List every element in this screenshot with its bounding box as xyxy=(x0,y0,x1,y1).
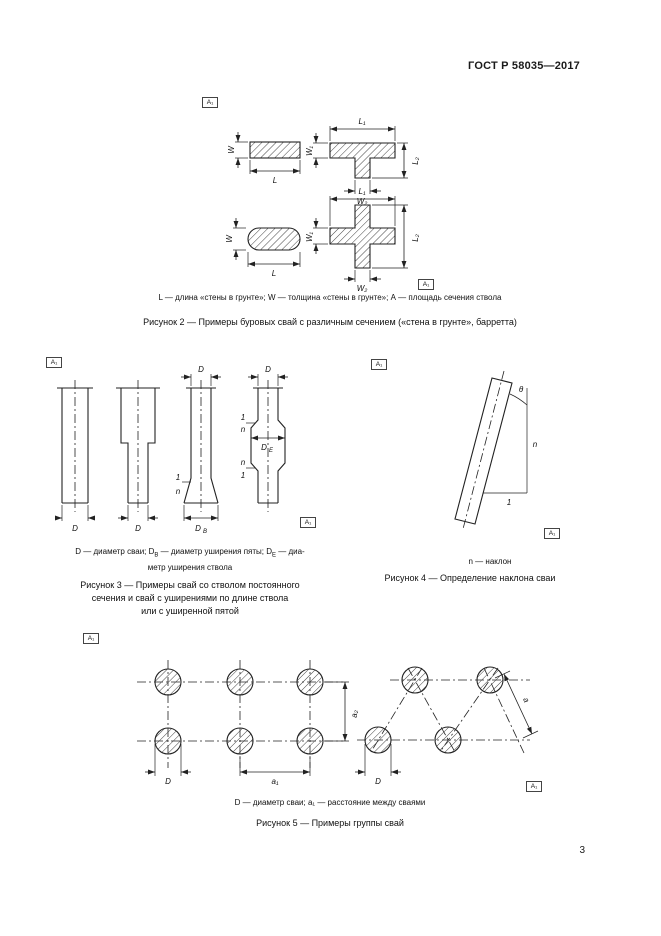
figure3-legend-line2: метр уширения ствола xyxy=(147,562,233,572)
figure5-legend: D — диаметр сваи; a₁ — расстояние между … xyxy=(234,798,426,807)
slope-label-n: n xyxy=(241,458,246,467)
figure4-legend: n — наклон xyxy=(468,557,512,566)
figure5-caption: Рисунок 5 — Примеры группы свай xyxy=(256,818,404,828)
dim-label-a2: a₂ xyxy=(350,710,359,718)
dim-label-L1: L₁ xyxy=(359,187,366,196)
dim-label-L2: L₂ xyxy=(411,157,420,165)
dim-label-W1: W₁ xyxy=(305,231,314,242)
amendment-marker-open-fig5: А₁ xyxy=(83,633,99,644)
dim-label-D: D xyxy=(375,777,381,786)
dim-label-D: D xyxy=(165,777,171,786)
amendment-marker-close-fig3: А₁ xyxy=(300,517,316,528)
dim-label-D: D xyxy=(198,365,204,374)
figure4-caption: Рисунок 4 — Определение наклона сваи xyxy=(384,573,556,583)
fig5-staggered-group: a D xyxy=(355,666,539,786)
dim-label-DE: D xyxy=(261,443,267,452)
amendment-marker-close-fig2: А₁ xyxy=(418,279,434,290)
figure3-legend: D — диаметр сваи; DB — диаметр уширения … xyxy=(40,546,340,573)
amendment-marker-close-fig4: А₁ xyxy=(544,528,560,539)
dim-label-L: L xyxy=(272,269,276,278)
figure4-drawing: θ n 1 xyxy=(454,370,538,530)
dim-label-DB: D xyxy=(195,524,201,533)
fig3-pile-enlarged-base: D 1 n D B xyxy=(176,365,221,535)
fig3-pile-stepped: D xyxy=(116,380,160,533)
slope-label-1: 1 xyxy=(241,413,245,422)
dim-label-L1: L₁ xyxy=(359,117,366,126)
dim-label-D: D xyxy=(72,524,78,533)
dim-label-W: W xyxy=(225,234,234,243)
fig2-stadium-section: W L xyxy=(225,218,301,278)
fig3-pile-shaft-enlargement: D 1 n n 1 D E xyxy=(241,365,288,512)
dim-label-D: D xyxy=(265,365,271,374)
fig4-inclined-pile: θ n 1 xyxy=(454,370,538,530)
dim-label-a: a xyxy=(521,696,531,704)
fig3-pile-constant: D xyxy=(55,380,95,533)
figure2-drawing: W L L₁ W₁ L₂ W₂ xyxy=(225,117,420,293)
amendment-marker-close-fig5: А₁ xyxy=(526,781,542,792)
amendment-marker-open-fig3: А₁ xyxy=(46,357,62,368)
fig5-grid-group: a₂ a₁ D xyxy=(137,660,359,786)
figure3-drawing: D D D 1 n xyxy=(55,365,288,535)
figure3-legend-line1: D — диаметр сваи; DB — диаметр уширения … xyxy=(75,547,305,559)
page-number: 3 xyxy=(579,845,585,856)
dim-label-W2: W₂ xyxy=(357,197,368,206)
doc-number: ГОСТ Р 58035—2017 xyxy=(468,60,580,72)
figure5-drawing: a₂ a₁ D a D xyxy=(137,660,539,786)
slope-label-1: 1 xyxy=(241,471,245,480)
amendment-marker-open-fig4: А₁ xyxy=(371,359,387,370)
dim-label-W: W xyxy=(227,145,236,154)
angle-label-theta: θ xyxy=(519,385,524,394)
dim-label-D: D xyxy=(135,524,141,533)
dim-label-W1: W₁ xyxy=(305,145,314,156)
dim-label-a1: a₁ xyxy=(272,777,279,786)
figure2-legend: L — длина «стены в грунте»; W — толщина … xyxy=(158,293,502,302)
figure3-caption: Рисунок 3 — Примеры свай со стволом пост… xyxy=(80,580,300,616)
slope-label-n: n xyxy=(533,440,538,449)
fig2-t-section: L₁ W₁ L₂ W₂ xyxy=(305,117,420,206)
slope-label-n: n xyxy=(176,487,181,496)
slope-label-1: 1 xyxy=(507,498,511,507)
figure2-caption: Рисунок 2 — Примеры буровых свай с разли… xyxy=(143,317,517,327)
slope-label-1: 1 xyxy=(176,473,180,482)
dim-label-W2: W₂ xyxy=(357,284,368,293)
fig2-rect-section: W L xyxy=(227,132,301,185)
dim-label-DE-sub: E xyxy=(269,448,274,454)
dim-label-DB-sub: B xyxy=(203,529,207,535)
dim-label-L: L xyxy=(273,176,277,185)
fig2-cross-section: L₁ W₁ L₂ W₂ xyxy=(305,187,420,293)
dim-label-L2: L₂ xyxy=(411,234,420,242)
amendment-marker-open-fig2: А₁ xyxy=(202,97,218,108)
slope-label-n: n xyxy=(241,425,246,434)
